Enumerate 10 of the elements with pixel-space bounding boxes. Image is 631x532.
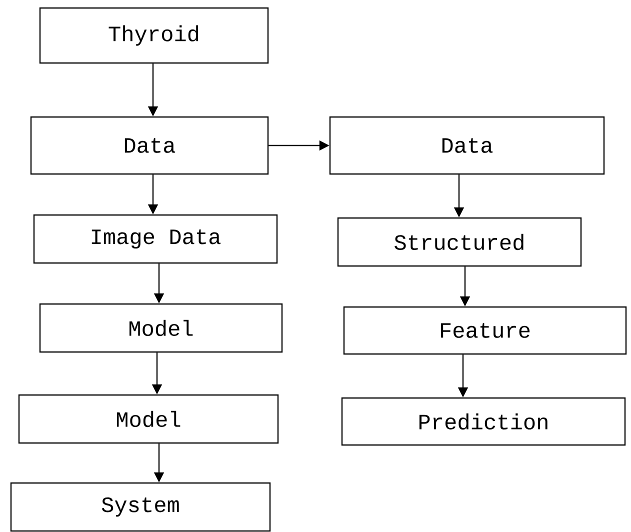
process-box: Structured (337, 217, 582, 267)
process-box: Image Data (33, 214, 278, 264)
process-box: Prediction (341, 397, 626, 446)
process-box: Data (30, 116, 269, 175)
process-box: Data (329, 116, 605, 175)
process-box: Model (39, 303, 283, 353)
process-box: Thyroid (39, 7, 269, 64)
process-box: Model (18, 394, 279, 444)
process-box: System (10, 482, 271, 532)
process-box: Feature (343, 306, 627, 355)
